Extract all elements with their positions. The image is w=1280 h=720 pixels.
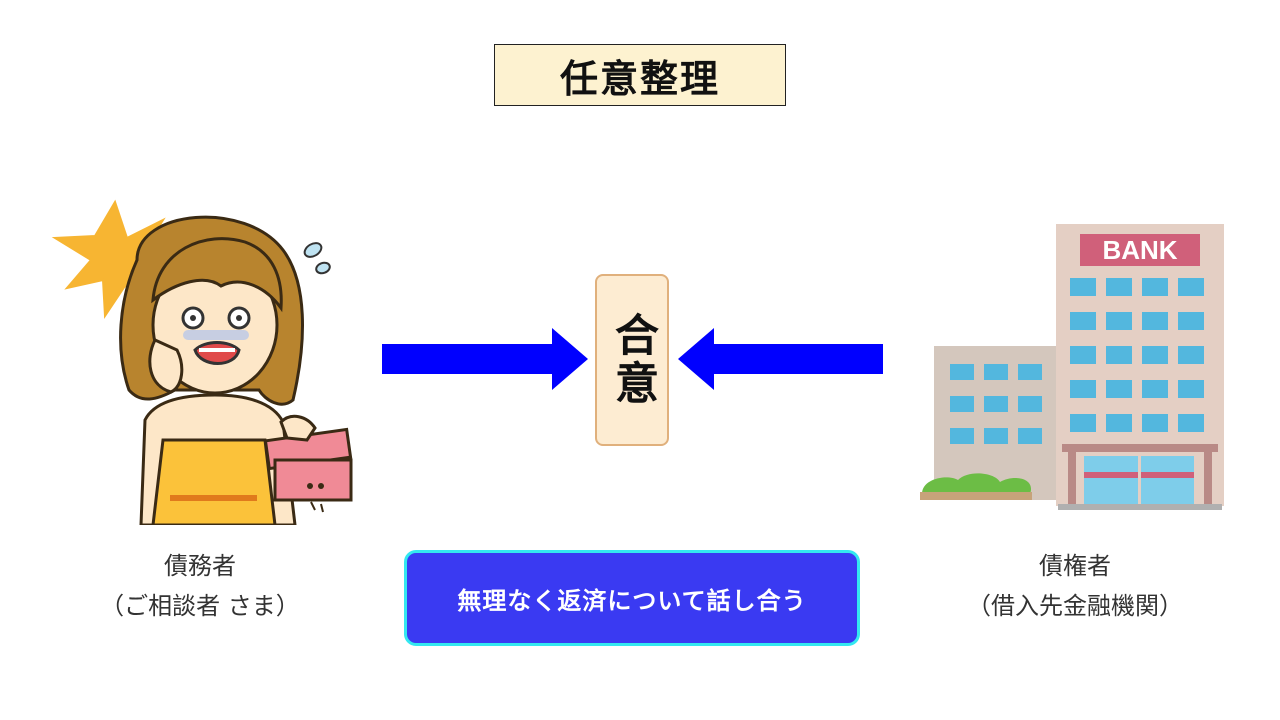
debtor-illustration	[51, 199, 353, 525]
agreement-label: 合意	[607, 312, 658, 408]
debtor-label: 債務者	[164, 552, 236, 580]
negotiate-repayment-button[interactable]: 無理なく返済について話し合う	[404, 550, 860, 646]
bank-sign: BANK	[1102, 235, 1177, 265]
bank-building-illustration: BANK	[920, 224, 1224, 510]
page-title: 任意整理	[494, 44, 786, 106]
arrow-left-icon	[678, 328, 883, 390]
debtor-sublabel: （ご相談者 さま）	[100, 592, 300, 620]
creditor-label: 債権者	[1039, 552, 1111, 580]
sweat-drop-icon	[303, 242, 331, 275]
creditor-sublabel: （借入先金融機関）	[967, 592, 1183, 620]
debtor-caption: 債務者 （ご相談者 さま）	[80, 546, 320, 626]
creditor-caption: 債権者 （借入先金融機関）	[950, 546, 1200, 626]
agreement-box: 合意	[595, 274, 669, 446]
arrow-right-icon	[382, 328, 588, 390]
empty-wallet-icon	[263, 414, 353, 513]
